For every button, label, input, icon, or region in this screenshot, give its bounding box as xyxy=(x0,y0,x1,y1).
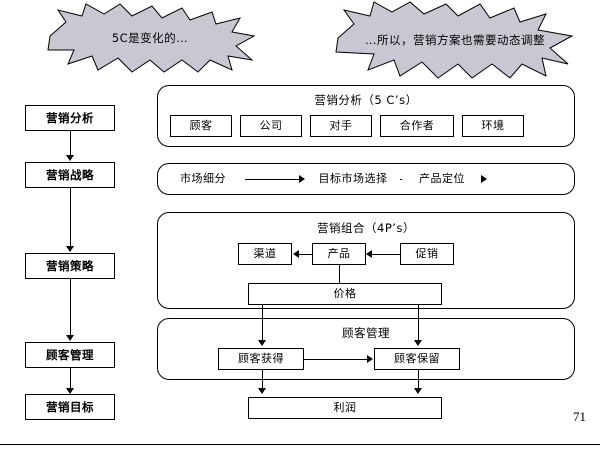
callout-left-text: 5C是变化的… xyxy=(111,30,189,45)
left-connector-3 xyxy=(70,279,71,337)
customer-connector xyxy=(304,359,368,360)
price-to-retention-line xyxy=(418,305,419,342)
mix-arrow-product xyxy=(366,250,372,258)
analysis-item-competitor-label: 对手 xyxy=(329,118,353,132)
retention-to-profit-arrow xyxy=(414,388,422,394)
mix-item-price-label: 价格 xyxy=(333,286,357,300)
left-connector-4 xyxy=(70,368,71,390)
acquisition-to-profit-arrow xyxy=(258,388,266,394)
left-flow-item-analysis: 营销分析 xyxy=(25,105,115,131)
strategy-item-segmentation-label: 市场细分 xyxy=(180,171,226,185)
panel-customer-title: 顾客管理 xyxy=(342,326,390,340)
mix-item-channel-label: 渠道 xyxy=(253,246,277,260)
strategy-item-positioning-label: 产品定位 xyxy=(419,171,465,185)
mix-connector-product-price xyxy=(339,265,340,283)
left-arrow-3 xyxy=(66,335,74,341)
mix-item-promotion: 促销 xyxy=(400,243,454,265)
panel-analysis-title: 营销分析（5 C’s） xyxy=(314,93,418,107)
acquisition-to-profit-line xyxy=(262,370,263,390)
left-flow-label-analysis: 营销分析 xyxy=(46,110,94,125)
price-to-retention-arrow xyxy=(414,340,422,346)
mix-item-product-label: 产品 xyxy=(327,246,351,260)
strategy-item-targeting: 目标市场选择 xyxy=(306,168,400,190)
analysis-item-collaborator-label: 合作者 xyxy=(399,118,435,132)
strategy-item-segmentation: 市场细分 xyxy=(163,168,243,190)
profit-box: 利润 xyxy=(248,397,442,419)
analysis-item-customer-label: 顾客 xyxy=(189,118,213,132)
strategy-item-targeting-label: 目标市场选择 xyxy=(318,171,388,185)
starburst-shape-right xyxy=(335,1,574,79)
bottom-divider xyxy=(0,444,600,445)
left-flow-item-tactics: 营销策略 xyxy=(25,253,115,279)
callout-right-text: …所以，营销方案也需要动态调整 xyxy=(365,32,545,47)
left-arrow-1 xyxy=(66,155,74,161)
callout-right: …所以，营销方案也需要动态调整 xyxy=(330,0,580,80)
left-flow-item-strategy: 营销战略 xyxy=(25,162,115,188)
customer-arrow xyxy=(367,355,373,363)
customer-item-retention: 顾客保留 xyxy=(374,348,460,370)
left-arrow-2 xyxy=(66,246,74,252)
starburst-shape-left xyxy=(47,3,256,73)
strategy-arrow-2 xyxy=(481,175,487,183)
left-flow-label-strategy: 营销战略 xyxy=(46,167,94,182)
left-flow-label-goal: 营销目标 xyxy=(46,399,94,414)
panel-mix-title: 营销组合（4P’s） xyxy=(317,221,415,235)
analysis-item-collaborator: 合作者 xyxy=(380,115,454,137)
mix-item-product: 产品 xyxy=(312,243,366,265)
customer-item-retention-label: 顾客保留 xyxy=(394,351,440,365)
left-flow-item-goal: 营销目标 xyxy=(25,394,115,420)
mix-item-price: 价格 xyxy=(248,283,442,305)
price-to-acquisition-arrow xyxy=(258,340,266,346)
mix-item-promotion-label: 促销 xyxy=(415,246,439,260)
left-flow-label-customer: 顾客管理 xyxy=(46,347,94,362)
strategy-arrow-1 xyxy=(299,175,305,183)
left-flow-item-customer: 顾客管理 xyxy=(25,342,115,368)
left-flow-label-tactics: 营销策略 xyxy=(46,258,94,273)
analysis-item-company-label: 公司 xyxy=(259,118,283,132)
analysis-item-company: 公司 xyxy=(240,115,302,137)
mix-arrow-channel xyxy=(293,250,299,258)
strategy-connector-2 xyxy=(400,179,402,180)
page-number: 71 xyxy=(573,409,586,424)
analysis-item-context: 环境 xyxy=(462,115,524,137)
price-to-acquisition-line xyxy=(262,305,263,342)
profit-label: 利润 xyxy=(333,400,357,414)
left-connector-2 xyxy=(70,188,71,248)
strategy-item-positioning: 产品定位 xyxy=(402,168,482,190)
customer-item-acquisition-label: 顾客获得 xyxy=(238,351,284,365)
analysis-item-context-label: 环境 xyxy=(481,118,505,132)
strategy-connector-1 xyxy=(245,179,301,180)
left-arrow-4 xyxy=(66,388,74,394)
mix-connector-channel-product xyxy=(299,254,312,255)
customer-item-acquisition: 顾客获得 xyxy=(218,348,304,370)
mix-connector-product-promotion xyxy=(372,254,400,255)
left-connector-1 xyxy=(70,131,71,157)
callout-left: 5C是变化的… xyxy=(40,2,260,74)
retention-to-profit-line xyxy=(418,370,419,390)
mix-item-channel: 渠道 xyxy=(238,243,292,265)
analysis-item-competitor: 对手 xyxy=(310,115,372,137)
analysis-item-customer: 顾客 xyxy=(170,115,232,137)
